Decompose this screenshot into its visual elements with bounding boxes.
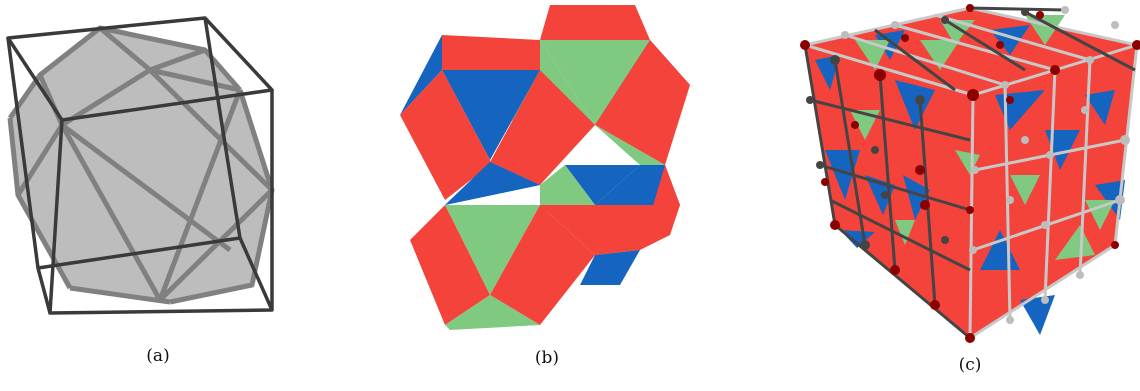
green-face (445, 205, 540, 295)
blue-face (445, 162, 540, 205)
green-face (595, 125, 665, 165)
blue-face (400, 35, 442, 115)
green-face (445, 295, 540, 330)
red-face (400, 70, 490, 200)
red-face (410, 205, 490, 325)
dark-red-nodes (800, 4, 1140, 343)
red-face (442, 35, 540, 70)
red-face (595, 40, 690, 165)
dark-lattice-edges (803, 6, 1136, 340)
green-face (540, 40, 650, 125)
caption-a: (a) (146, 346, 170, 366)
lattice-cube-figure (800, 4, 1140, 343)
panel-c: (c) (795, 0, 1140, 391)
red-face (490, 205, 595, 325)
red-face (490, 70, 595, 185)
caption-c: (c) (958, 355, 982, 375)
cuboctahedron-edges (7, 25, 275, 305)
blue-face (442, 70, 540, 160)
blue-face (565, 165, 640, 205)
grey-nodes (806, 8, 1029, 250)
light-nodes (841, 6, 1130, 324)
cube-frame (6, 16, 274, 315)
blue-face (580, 250, 640, 285)
red-face (540, 205, 595, 255)
green-face (540, 185, 595, 205)
red-face (595, 205, 680, 255)
panel-a: (a) (0, 0, 290, 391)
tiling-patch-figure (400, 5, 690, 330)
caption-b: (b) (534, 348, 560, 368)
panel-b: (b) (390, 0, 700, 391)
cuboctahedron-in-cube-figure (6, 16, 275, 315)
green-triangles (850, 15, 1115, 260)
red-face (540, 5, 650, 40)
